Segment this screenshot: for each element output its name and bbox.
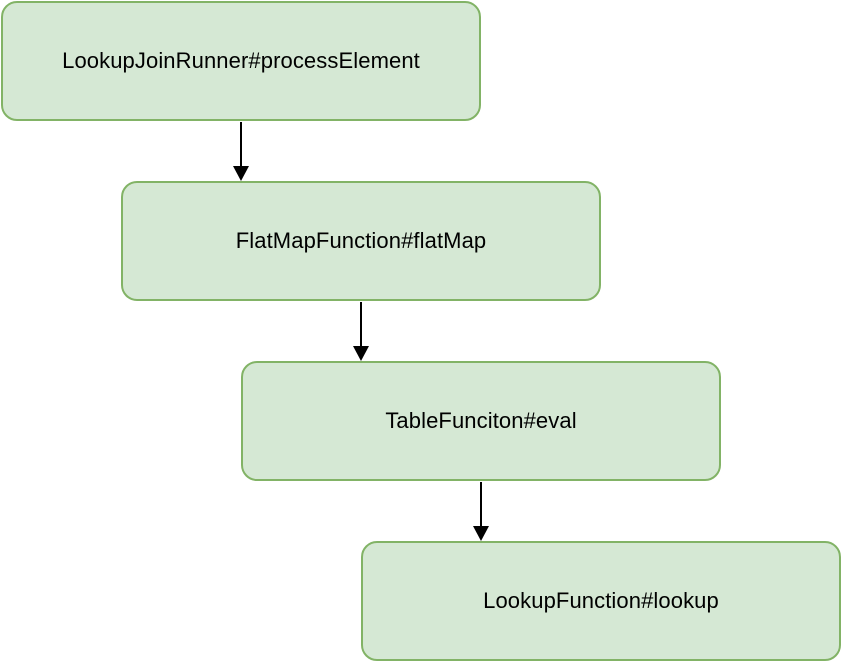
node-label: FlatMapFunction#flatMap (235, 228, 487, 253)
node-table-function-eval: TableFunciton#eval (241, 361, 721, 481)
edge-n3-n4 (473, 482, 489, 541)
node-label: LookupFunction#lookup (483, 588, 719, 613)
node-label: TableFunciton#eval (385, 408, 577, 433)
edge-n1-n2 (233, 122, 249, 181)
node-flat-map-function-flat-map: FlatMapFunction#flatMap (121, 181, 601, 301)
edge-n2-n3 (353, 302, 369, 361)
node-label: LookupJoinRunner#processElement (62, 48, 420, 73)
node-lookup-function-lookup: LookupFunction#lookup (361, 541, 841, 661)
node-lookup-join-runner-process-element: LookupJoinRunner#processElement (1, 1, 481, 121)
